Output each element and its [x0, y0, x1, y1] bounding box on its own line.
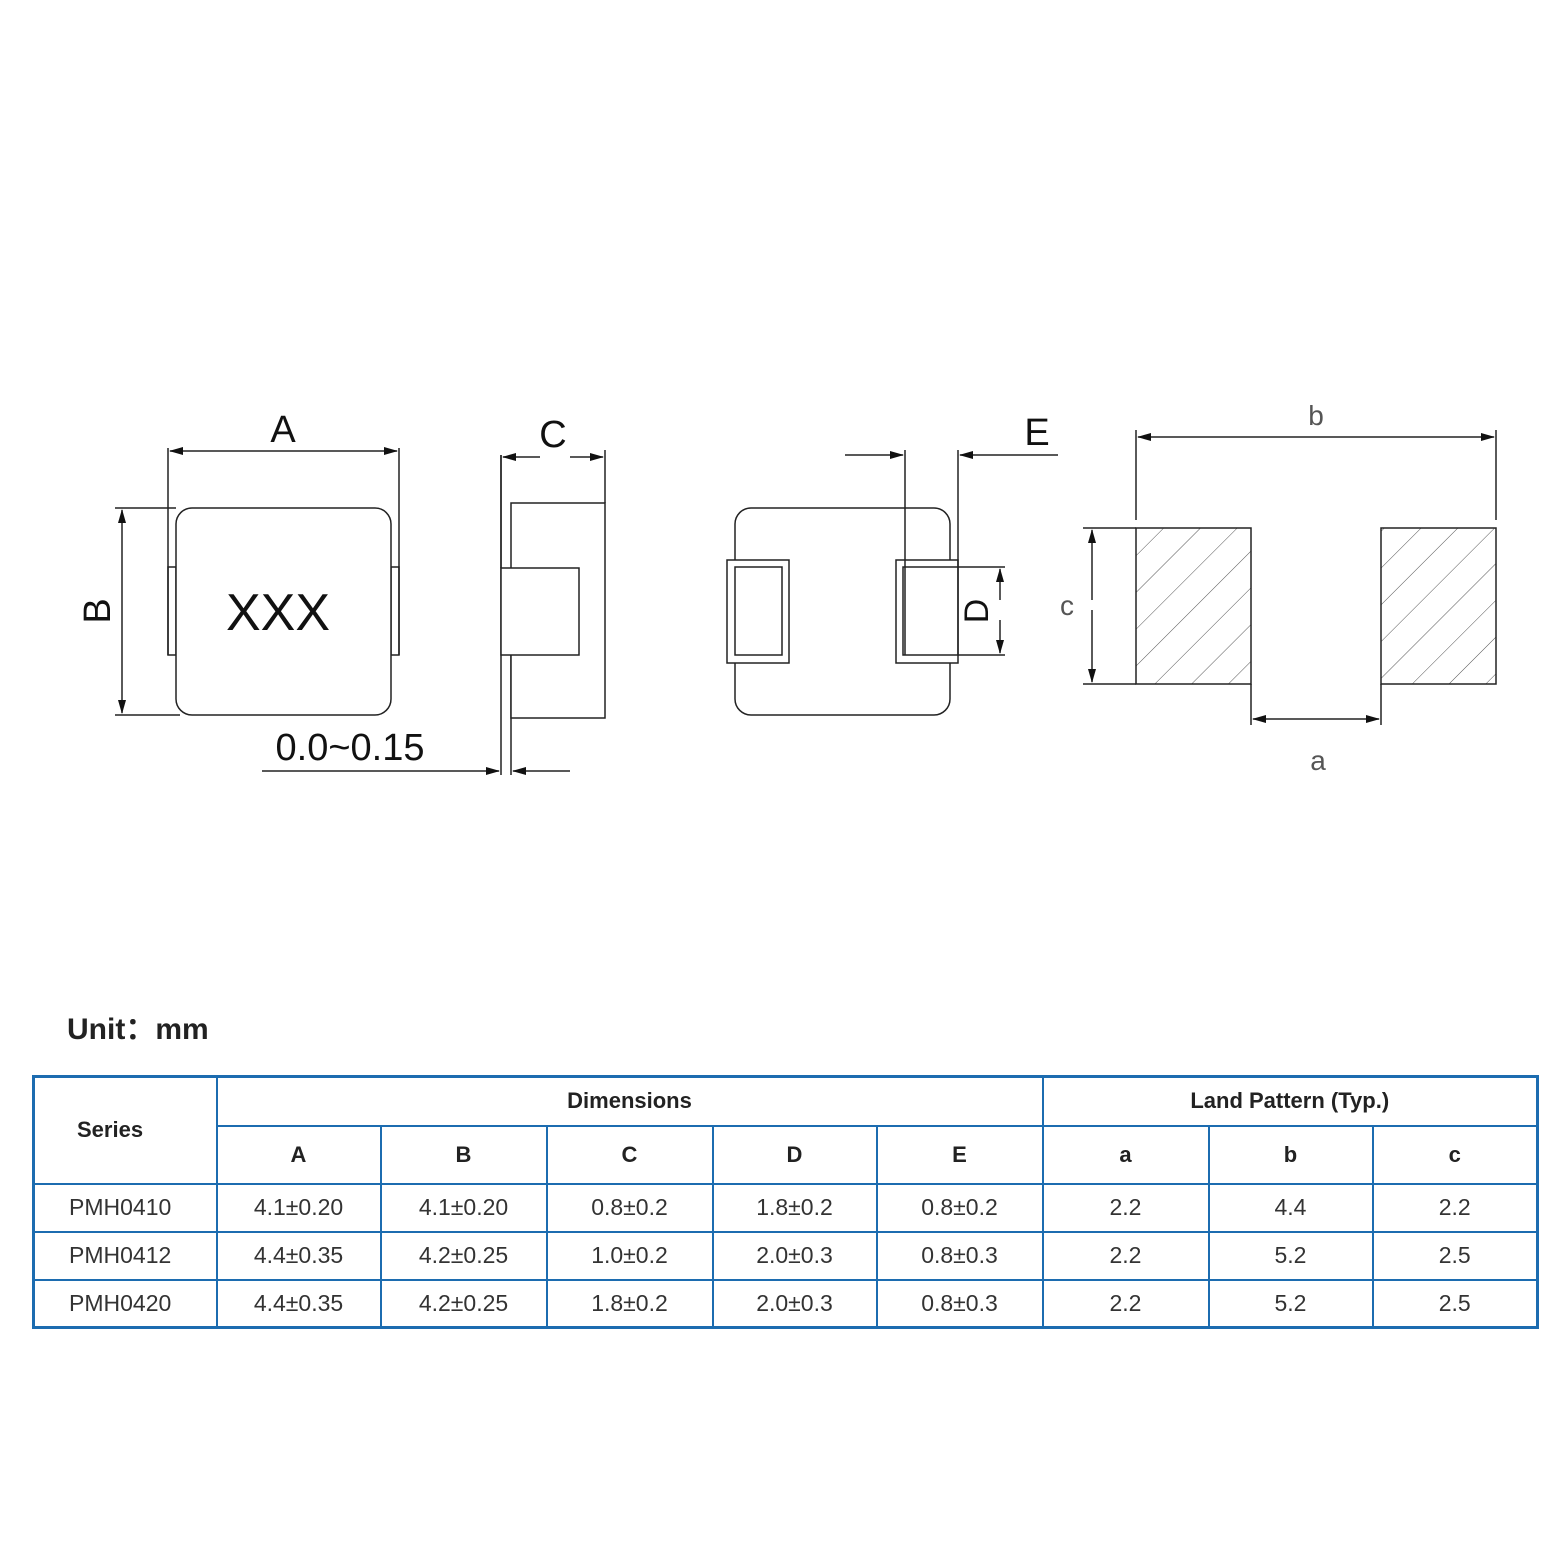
- value-cell: 2.5: [1371, 1230, 1539, 1281]
- column-header-A: A: [215, 1124, 382, 1185]
- column-header-a: a: [1041, 1124, 1210, 1185]
- label-c: c: [1060, 590, 1074, 621]
- value-cell: 4.1±0.20: [215, 1182, 382, 1233]
- dimensions-header: Dimensions: [215, 1075, 1044, 1127]
- series-cell: PMH0410: [32, 1182, 218, 1233]
- value-cell: 2.0±0.3: [711, 1278, 878, 1329]
- value-cell: 4.1±0.20: [379, 1182, 548, 1233]
- series-cell: PMH0412: [32, 1230, 218, 1281]
- value-cell: 4.2±0.25: [379, 1230, 548, 1281]
- value-cell: 2.2: [1041, 1278, 1210, 1329]
- label-C: C: [539, 414, 566, 456]
- value-cell: 4.4±0.35: [215, 1278, 382, 1329]
- label-D: D: [958, 599, 996, 624]
- value-cell: 0.8±0.2: [545, 1182, 714, 1233]
- label-E: E: [1024, 412, 1049, 454]
- land-pattern-header: Land Pattern (Typ.): [1041, 1075, 1539, 1127]
- value-cell: 0.8±0.2: [875, 1182, 1044, 1233]
- value-cell: 4.4: [1207, 1182, 1374, 1233]
- value-cell: 1.0±0.2: [545, 1230, 714, 1281]
- side-view: [262, 450, 606, 775]
- unit-label: Unit：mm: [67, 1013, 209, 1046]
- land-pattern: [1083, 430, 1497, 725]
- value-cell: 1.8±0.2: [711, 1182, 878, 1233]
- value-cell: 2.0±0.3: [711, 1230, 878, 1281]
- column-header-c: c: [1371, 1124, 1539, 1185]
- series-cell: PMH0420: [32, 1278, 218, 1329]
- label-a: a: [1310, 745, 1326, 776]
- value-cell: 5.2: [1207, 1278, 1374, 1329]
- value-cell: 2.5: [1371, 1278, 1539, 1329]
- dimension-drawing: A B C D E b c a XXX 0.0~0.15: [77, 400, 1497, 776]
- bottom-view: [726, 450, 1058, 716]
- gap-label: 0.0~0.15: [276, 727, 425, 769]
- column-header-B: B: [379, 1124, 548, 1185]
- column-header-C: C: [545, 1124, 714, 1185]
- value-cell: 2.2: [1041, 1230, 1210, 1281]
- column-header-E: E: [875, 1124, 1044, 1185]
- marking-text: XXX: [226, 584, 330, 642]
- label-A: A: [270, 409, 296, 451]
- value-cell: 4.2±0.25: [379, 1278, 548, 1329]
- value-cell: 0.8±0.3: [875, 1230, 1044, 1281]
- value-cell: 2.2: [1371, 1182, 1539, 1233]
- series-header: Series: [32, 1075, 218, 1185]
- top-view: [115, 447, 400, 716]
- label-b: b: [1308, 400, 1324, 431]
- value-cell: 5.2: [1207, 1230, 1374, 1281]
- value-cell: 1.8±0.2: [545, 1278, 714, 1329]
- value-cell: 4.4±0.35: [215, 1230, 382, 1281]
- column-header-D: D: [711, 1124, 878, 1185]
- value-cell: 0.8±0.3: [875, 1278, 1044, 1329]
- column-header-b: b: [1207, 1124, 1374, 1185]
- value-cell: 2.2: [1041, 1182, 1210, 1233]
- label-B: B: [77, 598, 119, 623]
